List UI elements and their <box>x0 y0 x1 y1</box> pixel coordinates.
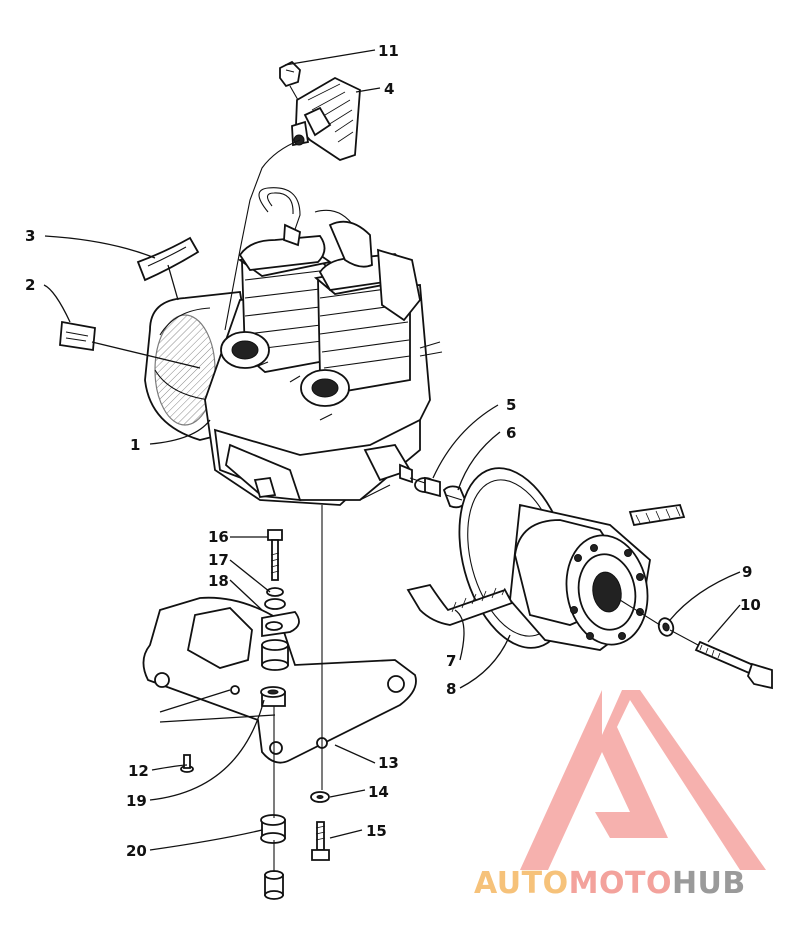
part-decal-3 <box>136 236 200 282</box>
callout-16: 16 <box>208 528 229 546</box>
callout-14: 14 <box>368 783 389 801</box>
callout-4: 4 <box>384 80 394 98</box>
callout-15: 15 <box>366 822 387 840</box>
logo-text-moto: MOTO <box>569 866 672 901</box>
callout-10: 10 <box>740 596 761 614</box>
svg-text:AUTOMOTOHUB: AUTOMOTOHUB <box>474 866 746 901</box>
callout-2: 2 <box>25 276 35 294</box>
callout-6: 6 <box>506 424 516 442</box>
part-bushing-19 <box>260 686 286 707</box>
part-bracket-4 <box>291 76 361 161</box>
part-spacer-18 <box>261 598 300 638</box>
callout-12: 12 <box>128 762 149 780</box>
part-bolt-15 <box>311 821 330 861</box>
part-damper-base <box>264 870 284 900</box>
callout-17: 17 <box>208 551 229 569</box>
part-mount-damper <box>261 639 289 671</box>
part-washer-17 <box>266 587 284 597</box>
callout-20: 20 <box>126 842 147 860</box>
part-washer-9 <box>657 617 675 637</box>
callout-labels: 1 2 3 4 5 6 7 8 9 10 11 12 13 14 15 16 1… <box>25 42 761 860</box>
assembly-lines <box>224 85 699 872</box>
callout-8: 8 <box>446 680 456 698</box>
part-decal-2 <box>59 320 96 352</box>
callout-1: 1 <box>130 436 140 454</box>
callout-18: 18 <box>208 572 229 590</box>
callout-7: 7 <box>446 652 456 670</box>
callout-9: 9 <box>742 563 752 581</box>
part-belt-7 <box>406 504 686 626</box>
logo-text-hub: HUB <box>672 866 746 901</box>
callout-3: 3 <box>25 227 35 245</box>
engine-assembly <box>144 187 443 506</box>
part-mount-plate-13 <box>142 596 417 764</box>
logo-triangle-icon <box>520 690 766 870</box>
callout-13: 13 <box>378 754 399 772</box>
part-bolt-16 <box>267 529 283 581</box>
watermark-logo: AUTOMOTOHUB <box>474 690 766 901</box>
callout-5: 5 <box>506 396 516 414</box>
part-clip-11 <box>279 60 301 88</box>
part-damper-20 <box>260 814 286 844</box>
part-washer-14 <box>310 791 330 803</box>
callout-11: 11 <box>378 42 399 60</box>
part-bolt-10 <box>694 640 773 690</box>
leader-lines <box>43 49 741 851</box>
logo-text-auto: AUTO <box>474 866 569 901</box>
part-bolt-12 <box>180 754 194 773</box>
callout-19: 19 <box>126 792 147 810</box>
part-clutch-8 <box>458 467 651 651</box>
